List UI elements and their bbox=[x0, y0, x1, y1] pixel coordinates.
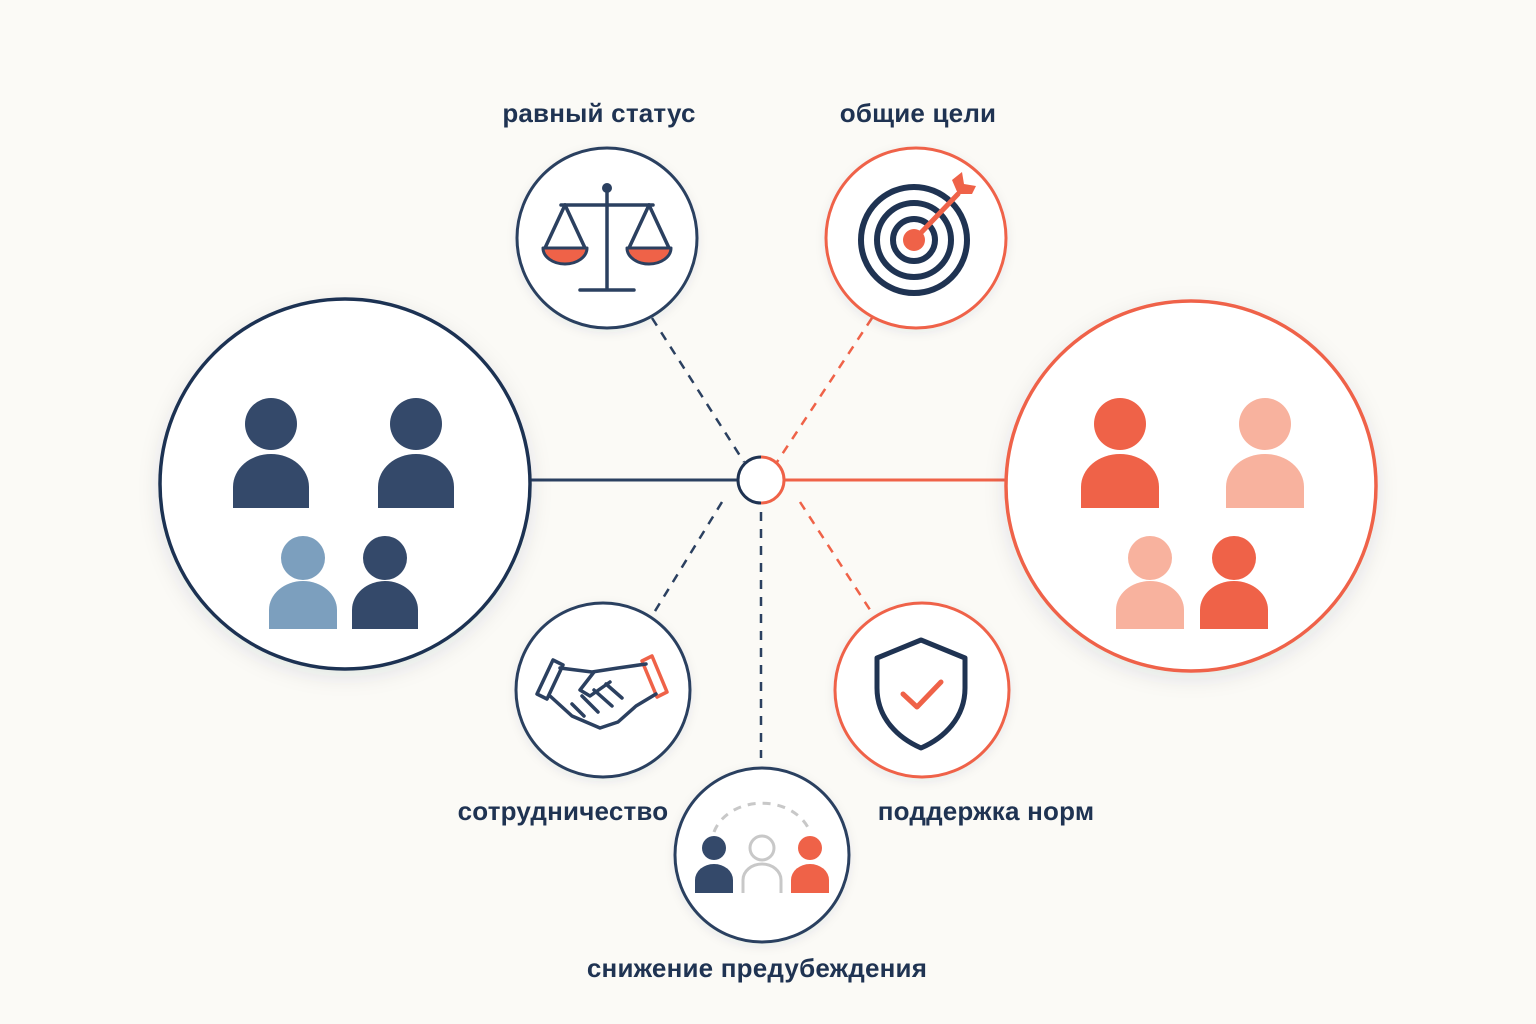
prejudice-reduction-node bbox=[673, 766, 851, 944]
label-cooperation: сотрудничество bbox=[458, 796, 669, 826]
people-bridge-icon bbox=[695, 801, 829, 893]
label-norm-support: поддержка норм bbox=[878, 796, 1095, 826]
label-common-goals: общие цели bbox=[840, 98, 997, 128]
label-prejudice-reduction: снижение предубеждения bbox=[587, 953, 927, 983]
connector-equal-status bbox=[650, 317, 746, 463]
people-group-icon bbox=[1081, 398, 1304, 629]
norm-support-node bbox=[833, 601, 1011, 779]
center-node bbox=[736, 455, 786, 505]
group-b-circle bbox=[1004, 299, 1378, 673]
connectors bbox=[530, 317, 1006, 758]
label-equal-status: равный статус bbox=[502, 98, 695, 128]
handshake-icon bbox=[535, 654, 669, 730]
cooperation-node bbox=[514, 601, 692, 779]
group-a-circle bbox=[158, 297, 532, 671]
balance-scale-icon bbox=[541, 183, 673, 292]
equal-status-node bbox=[515, 146, 699, 330]
target-arrow-icon bbox=[858, 172, 976, 296]
connector-norm-support bbox=[798, 501, 876, 617]
common-goals-node bbox=[824, 146, 1008, 330]
people-group-icon bbox=[233, 398, 454, 629]
shield-check-icon bbox=[874, 637, 968, 751]
connector-common-goals bbox=[775, 317, 874, 463]
connector-cooperation bbox=[650, 501, 724, 617]
